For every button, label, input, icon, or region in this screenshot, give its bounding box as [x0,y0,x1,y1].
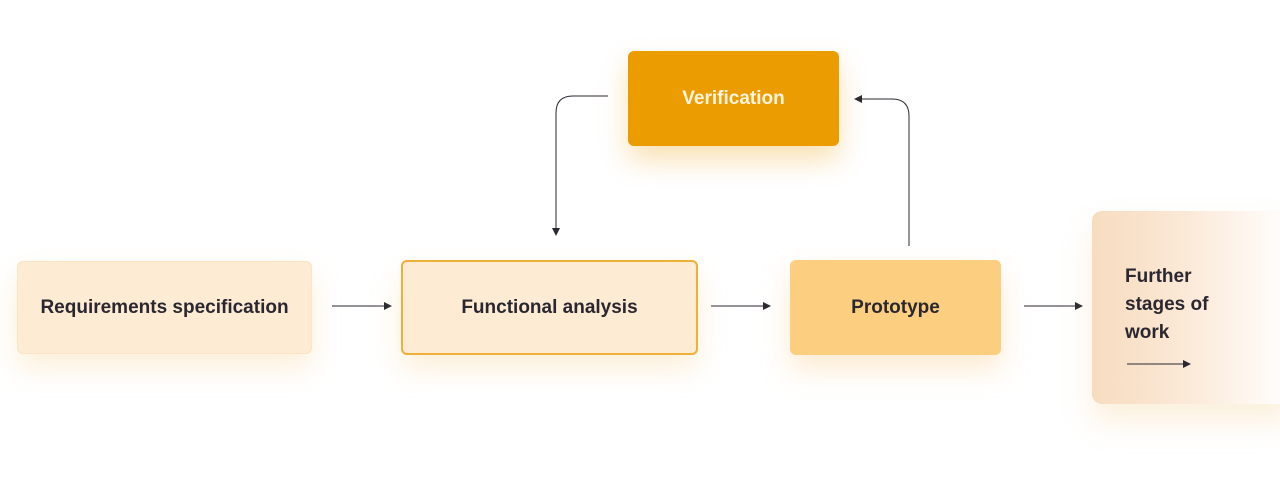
node-label: Prototype [851,296,940,318]
node-label: Requirements specification [40,296,289,318]
node-requirements-specification: Requirements specification [17,261,312,354]
node-verification: Verification [628,51,839,146]
node-prototype: Prototype [790,260,1001,355]
node-functional-analysis: Functional analysis [401,260,698,355]
node-label: Functional analysis [461,296,638,318]
node-label: Verification [682,87,785,109]
edge-verification-to-functional-analysis [552,95,608,236]
edge-prototype-to-verification [854,95,910,246]
node-label: Further stages of work [1125,266,1209,343]
further-stages-arrow-icon [1127,360,1191,368]
node-further-stages-of-work: Further stages of work [1092,211,1280,404]
